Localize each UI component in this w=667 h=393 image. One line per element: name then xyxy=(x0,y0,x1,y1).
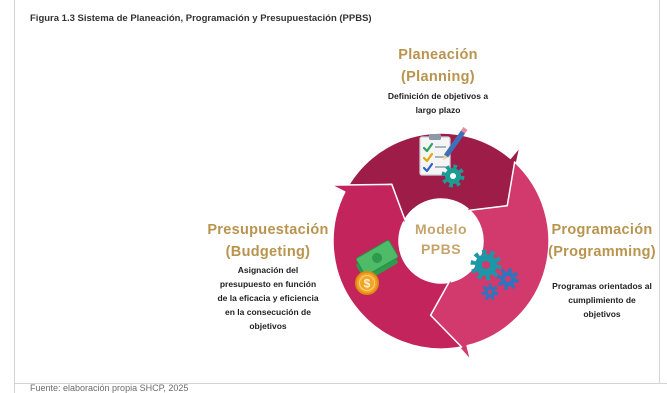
gear-teeth xyxy=(497,268,519,290)
gear-icon xyxy=(470,249,502,281)
gear-hole xyxy=(482,261,490,269)
clipboard-clip xyxy=(429,134,441,140)
frame-border-left xyxy=(14,0,15,393)
gear-hole xyxy=(505,276,511,282)
gear-icon xyxy=(441,164,465,188)
pencil-tip xyxy=(443,154,449,161)
gears-icon xyxy=(470,249,519,301)
center-label-line2: PPBS xyxy=(421,241,461,257)
description-line: objetivos xyxy=(583,309,621,319)
stage-planning: Planeación (Planning) Definición de obje… xyxy=(338,44,538,117)
pencil-icon xyxy=(443,127,468,161)
gear-icon xyxy=(481,283,499,301)
check-mark-icon xyxy=(422,162,434,173)
coin-ring xyxy=(359,275,375,291)
bill-emblem xyxy=(372,252,383,263)
planning-arrow-segment xyxy=(346,132,521,221)
check-mark-icon xyxy=(422,152,434,163)
description-line: presupuesto en función xyxy=(219,279,317,289)
gear-hole xyxy=(487,289,493,295)
figure-source: Fuente: elaboración propia SHCP, 2025 xyxy=(30,384,189,393)
check-mark-icon xyxy=(422,142,434,153)
gear-teeth xyxy=(441,164,465,188)
checklist-line xyxy=(435,156,446,158)
coin-icon: $ xyxy=(355,271,379,295)
stage-subtitle: (Budgeting) xyxy=(225,244,311,260)
money-icon: $ xyxy=(355,239,399,295)
frame-border-bottom xyxy=(14,383,667,384)
pencil-eraser xyxy=(460,127,468,134)
stage-title: Programación xyxy=(551,222,653,238)
stage-description: Definición de objetivos a largo plazo xyxy=(338,89,538,117)
description-line: Definición de objetivos a xyxy=(387,91,489,101)
description-line: Programas orientados al xyxy=(552,281,652,291)
stage-title: Planeación xyxy=(398,47,478,63)
description-line: Asignación del xyxy=(237,265,299,275)
description-line: de la eficacia y eficiencia xyxy=(217,293,319,303)
description-line: cumplimiento de xyxy=(568,295,636,305)
gear-hole xyxy=(450,173,456,179)
description-line: objetivos xyxy=(249,321,287,331)
figure-title: Figura 1.3 Sistema de Planeación, Progra… xyxy=(30,13,372,24)
stage-subtitle: (Programming) xyxy=(548,244,656,260)
gear-icon xyxy=(497,268,519,290)
stage-title: Presupuestación xyxy=(207,222,329,238)
pencil-body xyxy=(443,130,466,158)
stage-programming: Programación (Programming) Programas ori… xyxy=(546,219,658,321)
coin-dollar-symbol: $ xyxy=(364,277,371,291)
description-line: en la consecución de xyxy=(225,307,311,317)
checklist-line xyxy=(435,166,446,168)
gear-teeth xyxy=(470,249,502,281)
description-line: largo plazo xyxy=(415,105,461,115)
stage-description: Programas orientados al cumplimiento de … xyxy=(546,279,658,321)
budgeting-arrow-segment xyxy=(330,183,463,350)
stage-subtitle: (Planning) xyxy=(401,69,475,85)
center-circle xyxy=(401,201,481,281)
stage-budgeting: Presupuestación (Budgeting) Asignación d… xyxy=(188,219,348,333)
checklist-icon xyxy=(419,134,451,176)
stage-description: Asignación del presupuesto en función de… xyxy=(188,263,348,333)
gear-teeth xyxy=(481,283,499,301)
center-label-line1: Modelo xyxy=(415,221,467,237)
frame-border-right xyxy=(659,0,660,384)
checklist-line xyxy=(435,146,446,148)
